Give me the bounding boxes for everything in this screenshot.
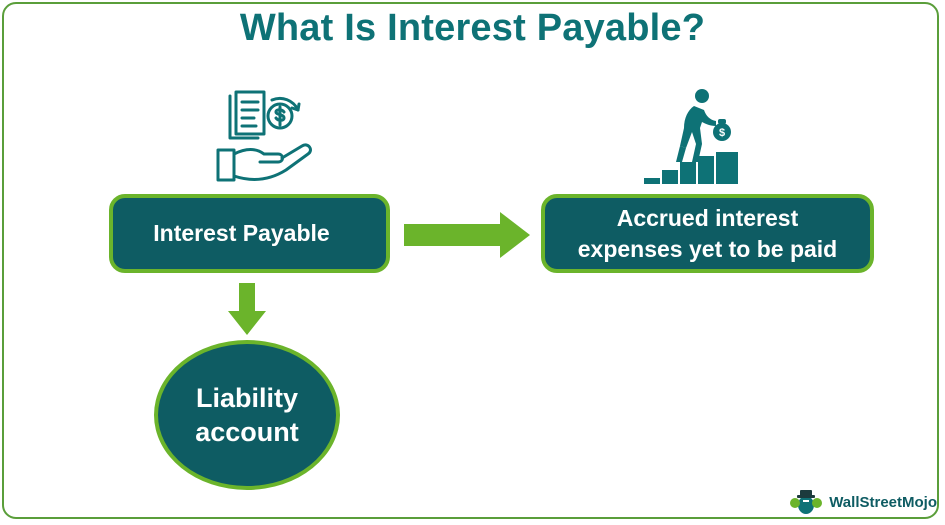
down-arrow (228, 283, 266, 335)
diagram-title: What Is Interest Payable? (239, 7, 706, 49)
brand-logo: WallStreetMojo (789, 487, 937, 517)
interest-payable-label: Interest Payable (153, 220, 330, 246)
brand-mascot-icon (790, 490, 823, 514)
right-arrow (404, 212, 530, 258)
diagram-frame (2, 2, 939, 519)
svg-text:$: $ (719, 127, 725, 139)
accrued-interest-box: Accrued interest expenses yet to be paid (541, 194, 874, 273)
interest-payable-box: Interest Payable (109, 194, 390, 273)
person-climbing-steps-money-icon: $ (644, 89, 738, 184)
liability-line2: account (195, 417, 299, 447)
accrued-interest-line2: expenses yet to be paid (577, 235, 838, 262)
liability-account-circle: Liability account (154, 340, 340, 490)
brand-name: WallStreetMojo (829, 493, 937, 511)
liability-line1: Liability (195, 383, 298, 413)
accrued-interest-line1: Accrued interest (616, 204, 799, 231)
hand-coin-document-icon (216, 90, 312, 182)
